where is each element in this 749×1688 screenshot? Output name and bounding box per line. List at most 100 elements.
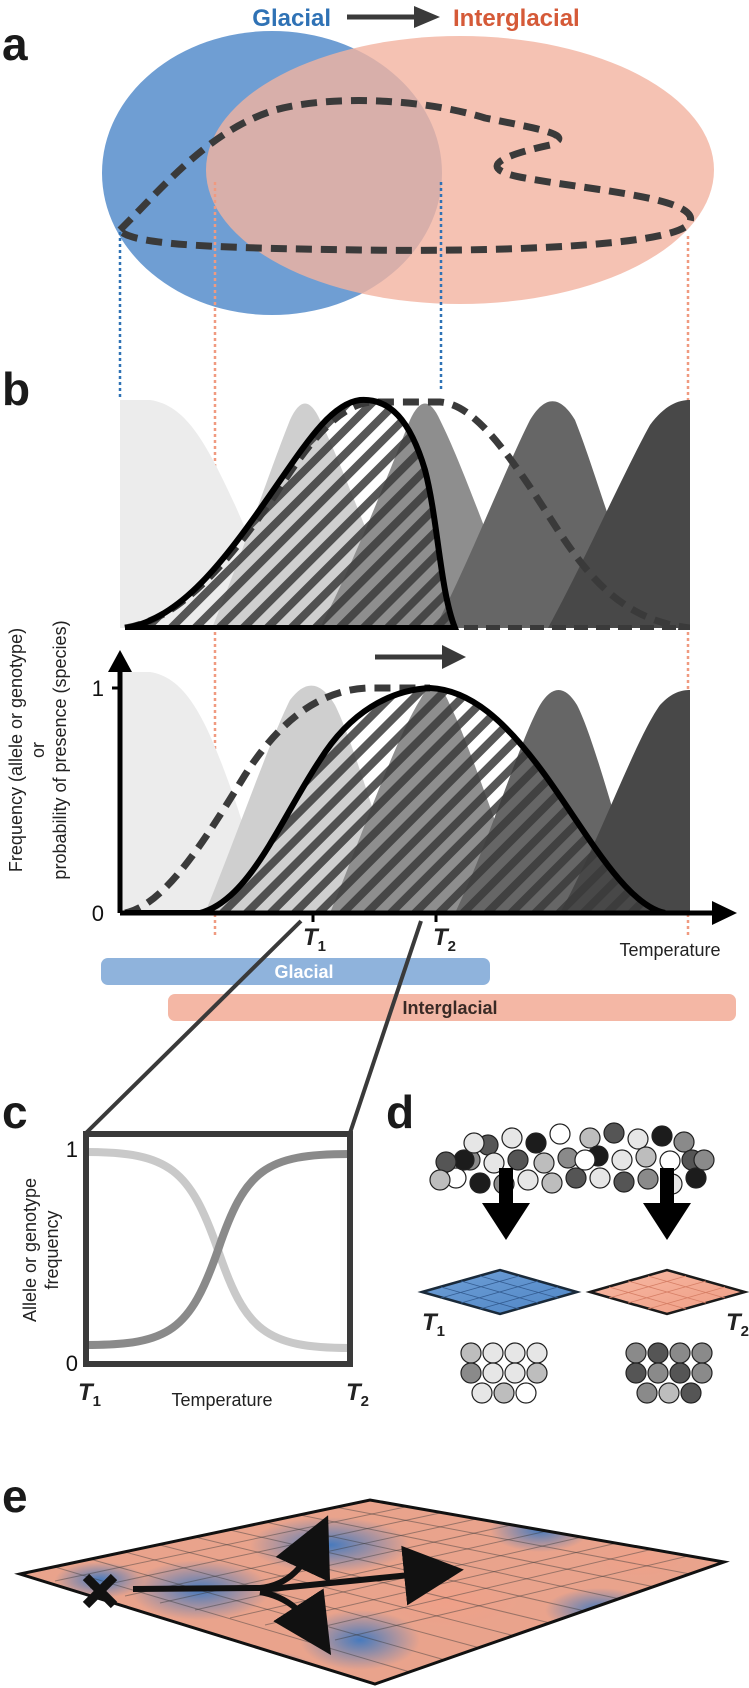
- panel-c-frame: [83, 1131, 353, 1367]
- landscape-border: [14, 1498, 730, 1686]
- dispersal-arrows: [132, 1515, 464, 1656]
- panel-b-label: b: [2, 363, 30, 415]
- zoom-lines: [84, 919, 423, 1135]
- zoom-line-left: [84, 919, 303, 1135]
- interglacial-range-bar: [168, 994, 736, 1021]
- header-arrow-head: [414, 6, 440, 28]
- selection-arrow-left-head: [482, 1203, 530, 1240]
- population-circle: [517, 1169, 539, 1191]
- selected-population-circles: [460, 1342, 713, 1404]
- population-circle: [673, 1131, 695, 1153]
- tile-t2-grid: [608, 1275, 726, 1310]
- panel-e: [14, 1498, 730, 1686]
- selection-arrow-right-head: [643, 1203, 691, 1240]
- population-circle: [565, 1167, 587, 1189]
- selected-circle: [515, 1382, 537, 1404]
- selected-circle: [691, 1342, 713, 1364]
- lower-realized-niche-solid: [125, 684, 666, 915]
- population-circle: [463, 1132, 485, 1154]
- selected-circle: [504, 1362, 526, 1384]
- population-circle: [627, 1128, 649, 1150]
- population-circle: [603, 1122, 625, 1144]
- population-circle: [611, 1149, 633, 1171]
- y-tick-1: 1: [92, 676, 104, 701]
- panel-c: 1 0 Allele or genotype frequency Tempera…: [20, 1131, 369, 1410]
- panel-d-t2: T2: [726, 1309, 749, 1340]
- population-circle: [579, 1127, 601, 1149]
- panel-c-y-label-line2: frequency: [42, 1210, 62, 1289]
- y-axis-label-line2: or: [28, 742, 48, 758]
- selected-circle: [493, 1382, 515, 1404]
- dispersal-arrow-right: [259, 1545, 464, 1606]
- panel-c-label: c: [2, 1086, 28, 1138]
- population-circle: [525, 1132, 547, 1154]
- panel-c-t1: T1: [78, 1379, 101, 1410]
- panel-c-t2: T2: [346, 1379, 369, 1410]
- panel-c-y-axis-label: Allele or genotype frequency: [20, 1178, 62, 1322]
- x-axis-arrow-icon: [712, 901, 737, 925]
- panel-a-label: a: [2, 18, 28, 70]
- population-circle: [541, 1172, 563, 1194]
- selected-circle: [669, 1362, 691, 1384]
- panel-b-upper: [120, 396, 690, 630]
- population-circle: [635, 1146, 657, 1168]
- population-circle: [574, 1149, 596, 1171]
- species-niche-outline: [115, 97, 694, 254]
- y-tick-0: 0: [92, 901, 104, 926]
- glacial-range-label: Glacial: [274, 962, 333, 982]
- panel-d-label: d: [386, 1086, 414, 1138]
- zoom-line-right: [348, 920, 423, 1134]
- panel-d: T1 T2: [417, 1122, 749, 1404]
- population-circle: [549, 1123, 571, 1145]
- interglacial-range-label: Interglacial: [402, 998, 497, 1018]
- population-circle: [469, 1172, 491, 1194]
- panel-a: [102, 31, 714, 315]
- header: Glacial Interglacial: [252, 5, 579, 32]
- selected-circle: [482, 1362, 504, 1384]
- selected-circle: [636, 1382, 658, 1404]
- selected-circle: [680, 1382, 702, 1404]
- population-circle: [637, 1168, 659, 1190]
- population-circles: [429, 1122, 715, 1195]
- tile-t1: [417, 1268, 582, 1316]
- population-circle: [613, 1171, 635, 1193]
- selected-circle: [482, 1342, 504, 1364]
- tile-t1-grid: [440, 1275, 559, 1310]
- selected-circle: [625, 1342, 647, 1364]
- selected-circle: [471, 1382, 493, 1404]
- selected-circle: [504, 1342, 526, 1364]
- allele-curve-dark: [86, 1150, 350, 1349]
- realized-niche-solid: [124, 396, 460, 630]
- panel-c-y-tick-0: 0: [66, 1351, 78, 1376]
- population-circle: [651, 1125, 673, 1147]
- population-circle: [685, 1167, 707, 1189]
- panel-c-y-tick-1: 1: [66, 1137, 78, 1162]
- niche-shift-arrow: [375, 645, 466, 669]
- y-axis-label-line3: probability of presence (species): [50, 620, 70, 879]
- population-circle: [507, 1149, 529, 1171]
- interglacial-niche-ellipse: [206, 36, 714, 304]
- realized-niche-hatch: [128, 399, 455, 628]
- dispersal-arrow-down: [259, 1588, 332, 1656]
- selected-circle: [647, 1342, 669, 1364]
- selected-circle: [647, 1362, 669, 1384]
- selected-circle: [526, 1342, 548, 1364]
- selection-arrow-left-shaft: [499, 1168, 513, 1206]
- y-axis-label: Frequency (allele or genotype) or probab…: [6, 620, 70, 879]
- lower-realized-niche-hatch: [200, 688, 665, 913]
- panel-c-x-axis-label: Temperature: [171, 1390, 272, 1410]
- panel-d-t1: T1: [422, 1309, 445, 1340]
- x-tick-t2: T2: [433, 924, 456, 955]
- origin-cross-icon: [82, 1573, 118, 1609]
- population-circle: [429, 1169, 451, 1191]
- selected-circle: [460, 1342, 482, 1364]
- population-circle: [589, 1167, 611, 1189]
- selected-circle: [669, 1342, 691, 1364]
- header-glacial-label: Glacial: [252, 5, 331, 32]
- population-circle: [693, 1149, 715, 1171]
- population-circle: [435, 1151, 457, 1173]
- selected-circle: [526, 1362, 548, 1384]
- lower-fundamental-niche-dashed: [124, 684, 430, 915]
- range-bars: Glacial Interglacial: [101, 958, 736, 1021]
